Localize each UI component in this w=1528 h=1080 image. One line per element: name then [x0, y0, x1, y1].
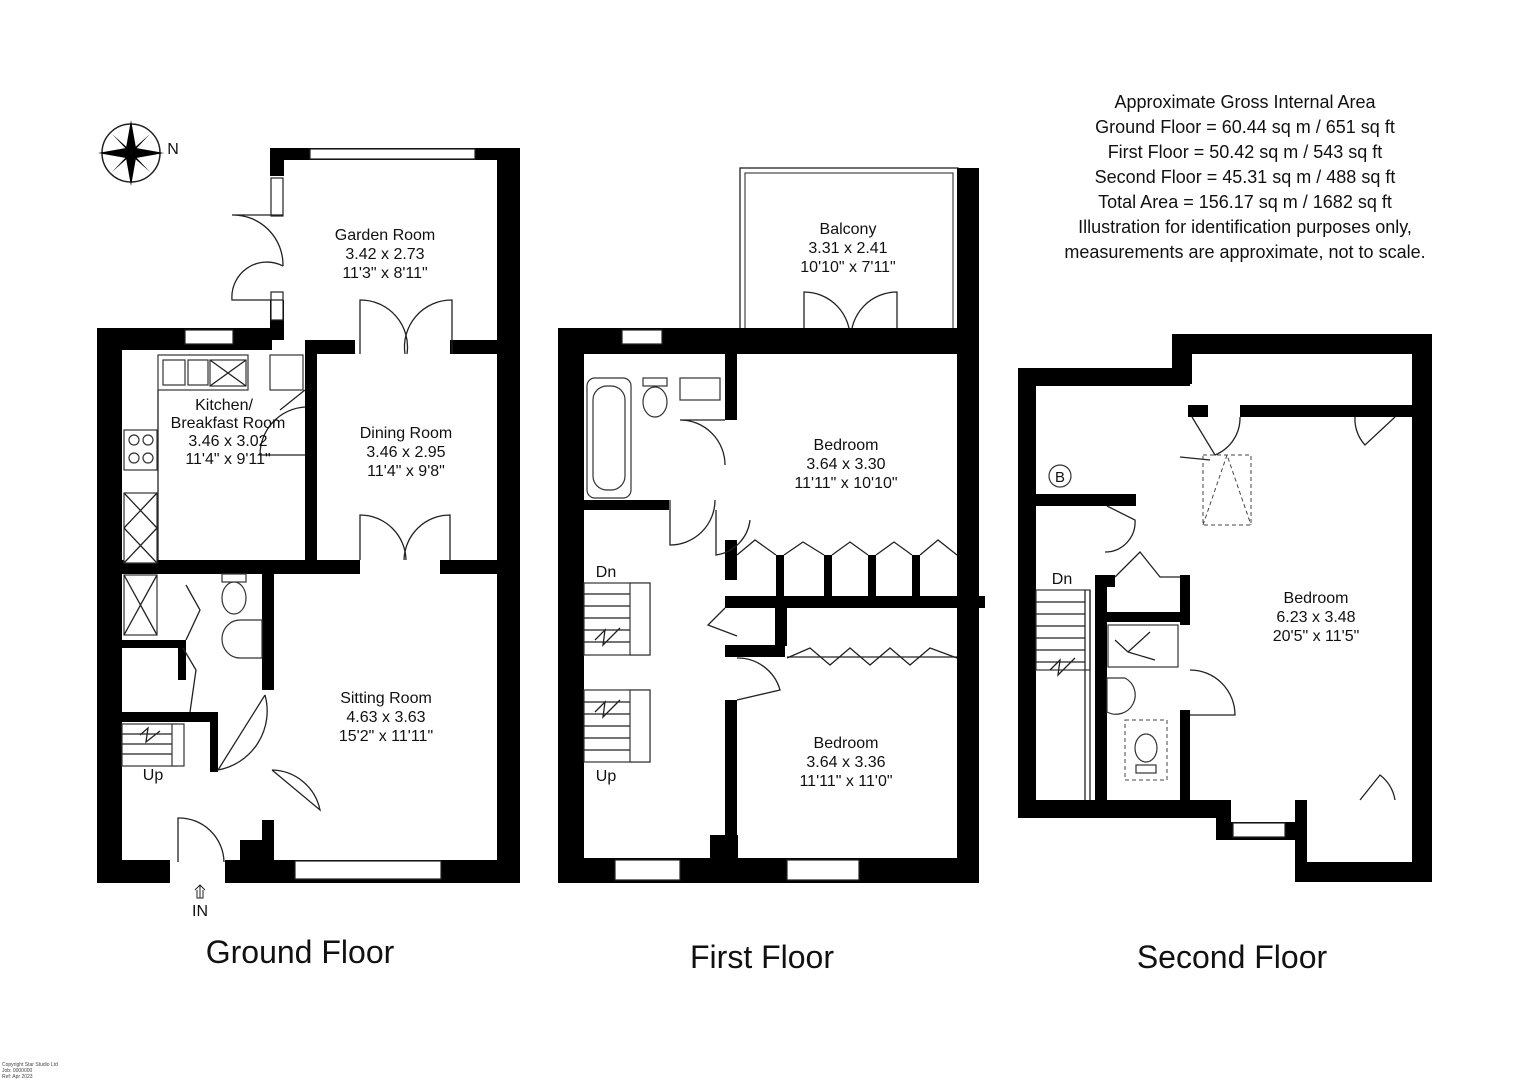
balcony-metric: 3.31 x 2.41 — [808, 240, 887, 257]
first-bedroom-2-metric: 3.64 x 3.36 — [806, 754, 885, 771]
first-floor-title: First Floor — [690, 939, 834, 975]
first-floor-plan — [558, 167, 985, 883]
kitchen-metric: 3.46 x 3.02 — [188, 433, 267, 450]
first-bedroom-2-imperial: 11'11" x 11'0" — [799, 773, 892, 790]
second-floor-title: Second Floor — [1137, 939, 1328, 975]
area-ground: Ground Floor = 60.44 sq m / 651 sq ft — [1095, 117, 1395, 137]
sitting-room-name: Sitting Room — [340, 690, 432, 707]
kitchen-imperial: 11'4" x 9'11" — [185, 451, 270, 468]
ground-stairs-up-label: Up — [143, 767, 164, 784]
second-stairs-down-label: Dn — [1052, 571, 1072, 588]
garden-room-imperial: 11'3" x 8'11" — [342, 265, 427, 282]
dining-room-metric: 3.46 x 2.95 — [366, 444, 445, 461]
kitchen-name-line2: Breakfast Room — [171, 415, 286, 432]
entrance-label: IN — [192, 903, 208, 920]
balcony-imperial: 10'10" x 7'11" — [800, 259, 895, 276]
footer-line2: Job: 0000000 — [2, 1068, 33, 1074]
second-bedroom-imperial: 20'5" x 11'5" — [1273, 628, 1360, 645]
area-total: Total Area = 156.17 sq m / 1682 sq ft — [1098, 192, 1392, 212]
area-first: First Floor = 50.42 sq m / 543 sq ft — [1107, 142, 1383, 162]
first-stairs-up-label: Up — [596, 768, 617, 785]
area-heading: Approximate Gross Internal Area — [1114, 92, 1376, 112]
compass-north-label: N — [167, 141, 179, 158]
compass-rose-icon — [98, 120, 164, 186]
first-stairs-down-label: Dn — [596, 564, 616, 581]
garden-room-name: Garden Room — [335, 227, 436, 244]
footer-line3: Ref: Apr 2023 — [2, 1074, 33, 1080]
balcony-name: Balcony — [820, 221, 877, 238]
copyright-footer: Copyright Star Studio Ltd Job: 0000000 R… — [2, 1062, 58, 1080]
second-bedroom-metric: 6.23 x 3.48 — [1276, 609, 1355, 626]
garden-room-metric: 3.42 x 2.73 — [345, 246, 424, 263]
first-bedroom-2-name: Bedroom — [814, 735, 879, 752]
second-floor-plan — [1018, 334, 1432, 882]
ground-floor-title: Ground Floor — [206, 934, 395, 970]
second-bedroom-name: Bedroom — [1284, 590, 1349, 607]
first-bedroom-1-name: Bedroom — [814, 437, 879, 454]
dining-room-name: Dining Room — [360, 425, 452, 442]
area-second: Second Floor = 45.31 sq m / 488 sq ft — [1094, 167, 1396, 187]
footer-line1: Copyright Star Studio Ltd — [2, 1062, 58, 1068]
first-bedroom-1-metric: 3.64 x 3.30 — [806, 456, 885, 473]
disclaimer-line1: Illustration for identification purposes… — [1078, 217, 1412, 237]
kitchen-name-line1: Kitchen/ — [195, 397, 253, 414]
sitting-room-imperial: 15'2" x 11'11" — [339, 728, 433, 745]
sitting-room-metric: 4.63 x 3.63 — [346, 709, 425, 726]
boiler-label: B — [1055, 469, 1065, 486]
dining-room-imperial: 11'4" x 9'8" — [367, 463, 445, 480]
first-bedroom-1-imperial: 11'11" x 10'10" — [794, 475, 897, 492]
disclaimer-line2: measurements are approximate, not to sca… — [1064, 242, 1426, 262]
ground-floor-plan — [97, 148, 520, 899]
area-info-panel: Approximate Gross Internal Area Ground F… — [1020, 90, 1470, 265]
